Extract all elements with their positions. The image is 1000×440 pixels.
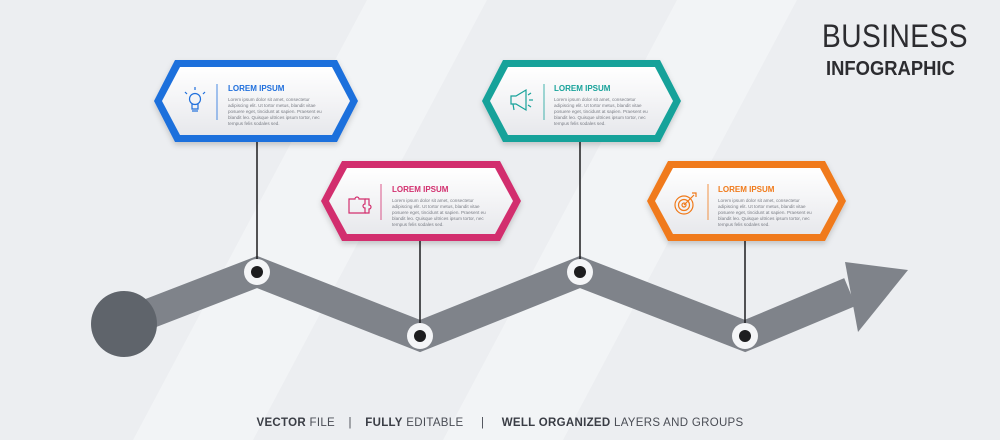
milestone-marker-3 <box>567 259 593 285</box>
page-title: BUSINESS <box>822 18 968 54</box>
arrow-head <box>845 262 908 332</box>
step-body: Lorem ipsum dolor sit amet, consectetur … <box>554 97 648 126</box>
connector-lines <box>256 142 746 336</box>
footer-bar: VECTOR FILE | FULLY EDITABLE | WELL ORGA… <box>0 417 1000 429</box>
timeline-path <box>91 255 908 357</box>
footer-item-1: FILE <box>306 417 335 429</box>
step-heading: LOREM IPSUM <box>228 84 285 93</box>
step-card-4 <box>647 161 846 241</box>
milestone-marker-4 <box>732 323 758 349</box>
step-text-4: LOREM IPSUM Lorem ipsum dolor sit amet, … <box>718 185 858 228</box>
step-heading: LOREM IPSUM <box>392 185 449 194</box>
step-card-2 <box>321 161 521 241</box>
footer-separator: | <box>348 417 352 429</box>
megaphone-icon <box>510 88 533 112</box>
step-heading: LOREM IPSUM <box>554 84 611 93</box>
footer-separator: | <box>480 417 485 429</box>
footer-item-3: LAYERS AND GROUPS <box>610 417 744 429</box>
milestone-marker-2 <box>407 323 433 349</box>
page-subtitle: INFOGRAPHIC <box>826 58 955 80</box>
step-body: Lorem ipsum dolor sit amet, consectetur … <box>228 97 322 126</box>
footer-item-3-bold: WELL ORGANIZED <box>501 417 611 429</box>
step-heading: LOREM IPSUM <box>718 185 775 194</box>
lightbulb-icon <box>184 87 206 112</box>
step-body: Lorem ipsum dolor sit amet, consectetur … <box>718 198 812 227</box>
step-body: Lorem ipsum dolor sit amet, consectetur … <box>392 198 486 227</box>
puzzle-icon <box>348 196 372 214</box>
step-text-2: LOREM IPSUM Lorem ipsum dolor sit amet, … <box>392 185 532 228</box>
step-card-1 <box>154 60 358 142</box>
footer-item-2-bold: FULLY <box>365 417 403 429</box>
step-card-3 <box>482 60 681 142</box>
path-start-circle <box>91 291 157 357</box>
step-text-3: LOREM IPSUM Lorem ipsum dolor sit amet, … <box>554 84 694 127</box>
milestone-marker-1 <box>244 259 270 285</box>
footer-item-2: EDITABLE <box>402 417 464 429</box>
footer-item-1-bold: VECTOR <box>256 417 306 429</box>
target-icon <box>674 192 697 215</box>
step-text-1: LOREM IPSUM Lorem ipsum dolor sit amet, … <box>228 84 368 127</box>
